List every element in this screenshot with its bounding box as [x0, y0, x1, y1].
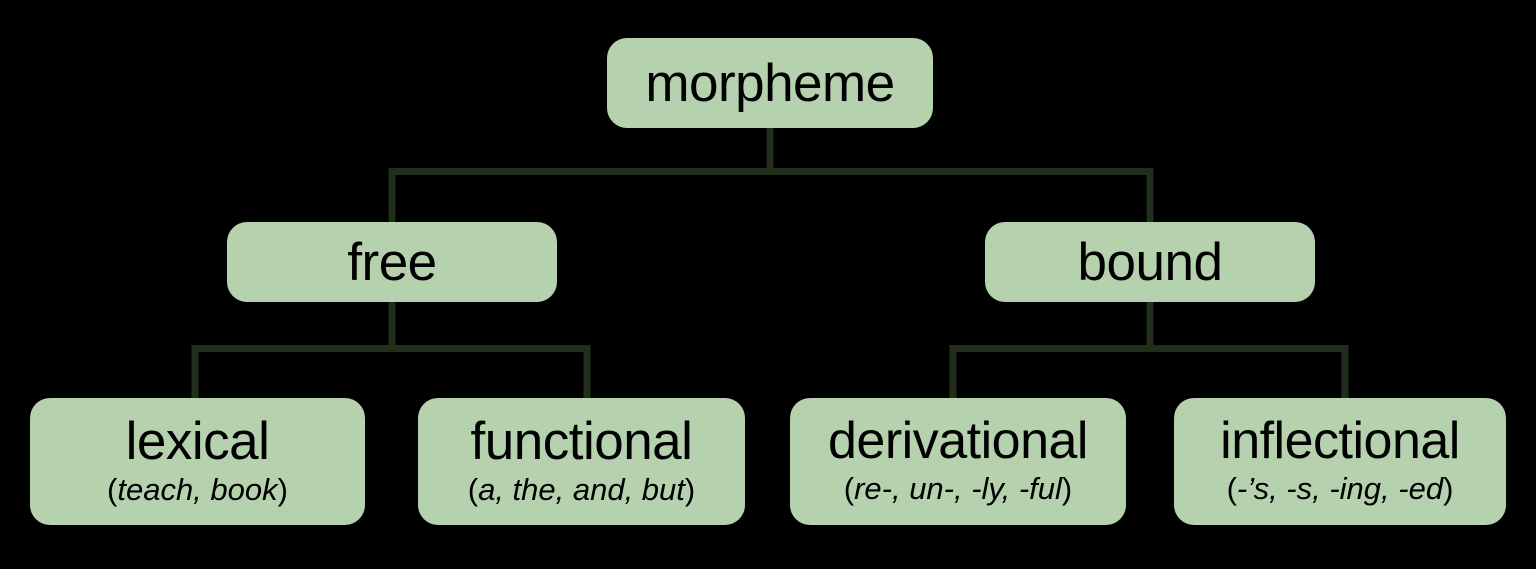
- paren-open: (: [467, 471, 479, 507]
- node-derivational-examples: (re-, un-, -ly, -ful): [844, 473, 1073, 504]
- node-free-label: free: [347, 232, 437, 292]
- paren-close: ): [277, 471, 288, 507]
- node-inflectional-label: inflectional: [1220, 412, 1460, 470]
- node-inflectional-examples: (-’s, -s, -ing, -ed): [1227, 473, 1454, 504]
- node-bound[interactable]: bound: [985, 222, 1315, 302]
- node-morpheme[interactable]: morpheme: [607, 38, 933, 128]
- node-functional[interactable]: functional (a, the, and, but): [418, 398, 745, 525]
- node-derivational-label: derivational: [828, 412, 1088, 470]
- paren-open: (: [843, 471, 855, 506]
- node-inflectional[interactable]: inflectional (-’s, -s, -ing, -ed): [1174, 398, 1506, 525]
- node-lexical[interactable]: lexical (teach, book): [30, 398, 365, 525]
- node-lexical-examples: (teach, book): [107, 474, 288, 505]
- paren-open: (: [1226, 471, 1237, 506]
- paren-close: ): [684, 471, 696, 507]
- node-functional-label: functional: [470, 411, 693, 471]
- node-functional-examples: (a, the, and, but): [468, 474, 695, 505]
- paren-close: ): [1061, 471, 1073, 506]
- example-words: -’s, -s, -ing, -ed: [1236, 471, 1444, 506]
- node-derivational[interactable]: derivational (re-, un-, -ly, -ful): [790, 398, 1126, 525]
- node-bound-label: bound: [1077, 232, 1223, 292]
- node-free[interactable]: free: [227, 222, 557, 302]
- paren-close: ): [1443, 471, 1454, 506]
- node-morpheme-label: morpheme: [645, 53, 895, 113]
- node-lexical-label: lexical: [125, 411, 270, 471]
- example-words: re-, un-, -ly, -ful: [854, 471, 1062, 506]
- paren-open: (: [107, 471, 118, 507]
- example-words: a, the, and, but: [478, 471, 685, 507]
- example-words: teach, book: [117, 471, 278, 507]
